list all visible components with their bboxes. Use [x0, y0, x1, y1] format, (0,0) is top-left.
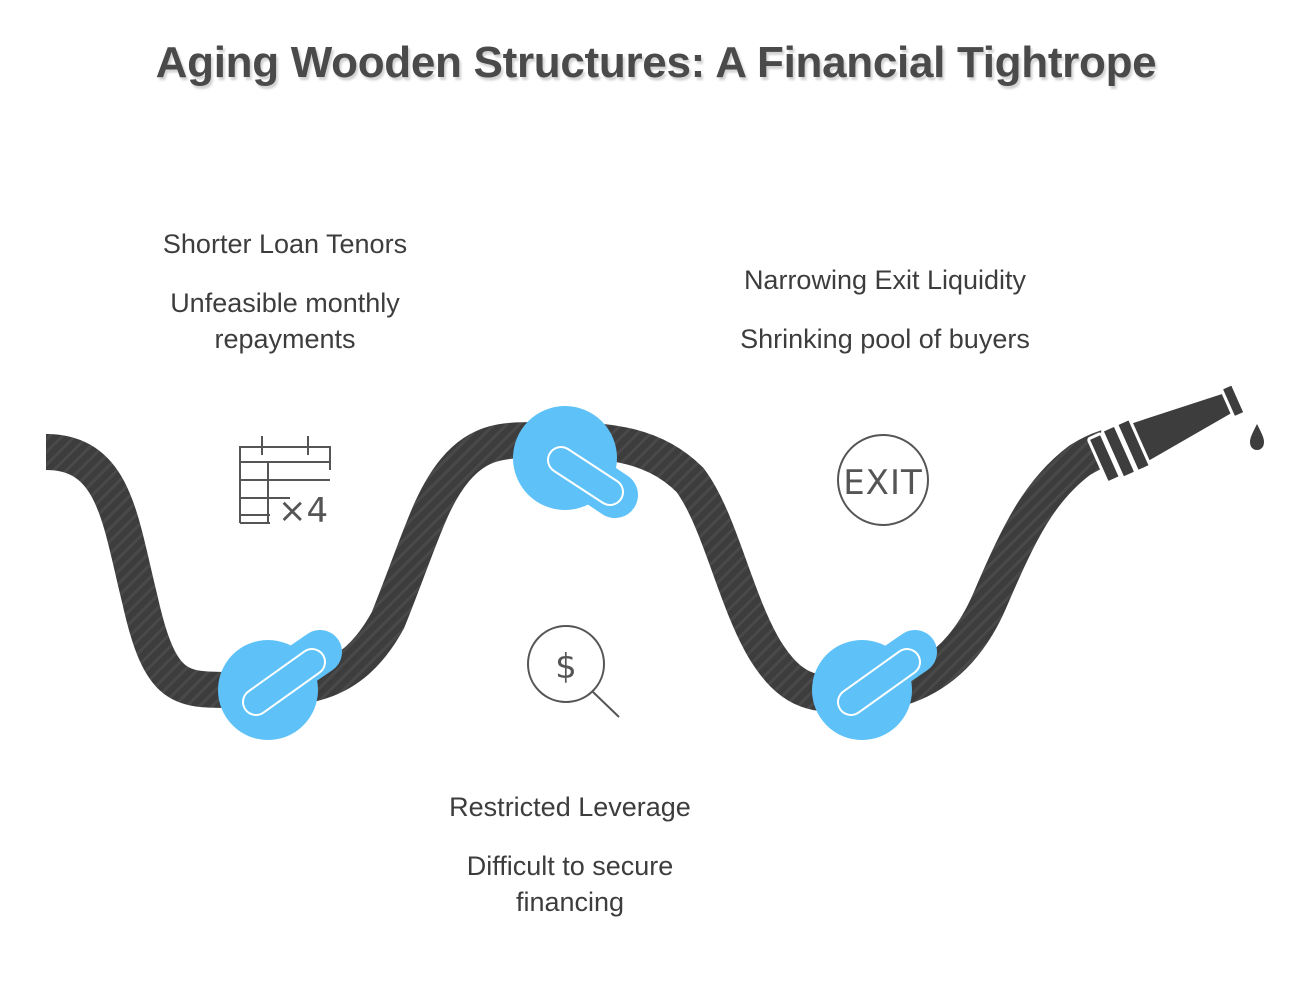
challenge-shorter-loan-tenors: Shorter Loan Tenors Unfeasible monthly r…: [135, 227, 435, 357]
challenge-description: Unfeasible monthly repayments: [170, 288, 400, 354]
water-drop-icon: [1250, 424, 1264, 450]
exit-sign-icon: EXIT: [837, 434, 929, 526]
challenge-heading: Narrowing Exit Liquidity: [743, 265, 1027, 295]
exit-sign-text: EXIT: [843, 463, 923, 503]
dollar-magnifier-icon: $: [527, 625, 620, 718]
calendar-times-four-icon: ×4: [239, 436, 331, 531]
challenge-restricted-leverage: Restricted Leverage Difficult to secure …: [420, 790, 720, 920]
rope-nozzle: [1087, 382, 1246, 484]
challenge-narrowing-exit-liquidity: Narrowing Exit Liquidity Shrinking pool …: [705, 263, 1065, 357]
calendar-multiplier-text: ×4: [278, 491, 328, 531]
challenge-description: Shrinking pool of buyers: [740, 324, 1030, 354]
dollar-sign-text: $: [555, 647, 577, 687]
page-title: Aging Wooden Structures: A Financial Tig…: [155, 38, 1157, 87]
challenge-heading: Shorter Loan Tenors: [162, 229, 408, 259]
rope-knot-top: [513, 406, 638, 518]
rope-knot-right: [812, 630, 937, 740]
rope-knot-left: [218, 630, 342, 740]
challenge-description: Difficult to secure financing: [466, 851, 674, 917]
challenge-heading: Restricted Leverage: [449, 792, 691, 822]
